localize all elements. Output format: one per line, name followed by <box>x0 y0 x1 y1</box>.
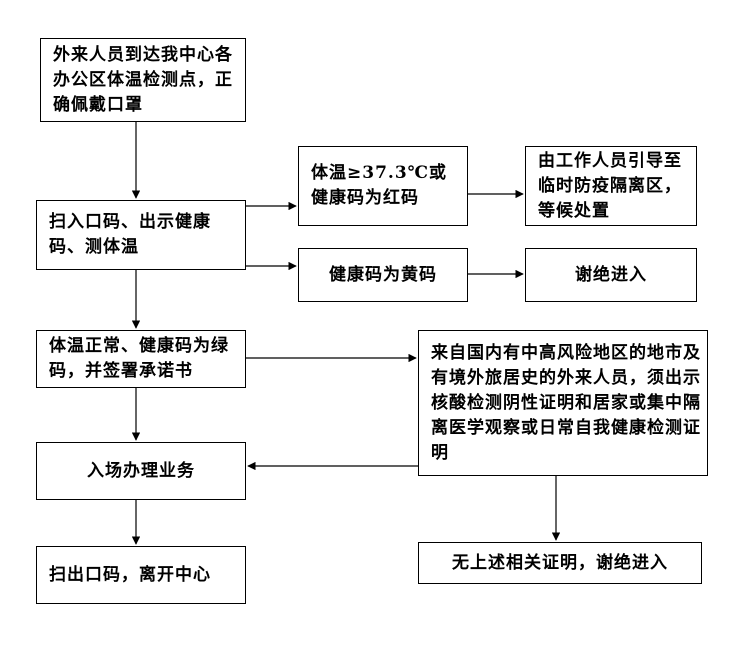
normal-green-box: 体温正常、健康码为绿码，并签署承诺书 <box>36 330 246 388</box>
normal-green-text: 体温正常、健康码为绿码，并签署承诺书 <box>49 336 229 381</box>
no-proof-text: 无上述相关证明，谢绝进入 <box>452 552 668 573</box>
risk-area-text: 来自国内有中高风险地区的地市及有境外旅居史的外来人员，须出示核酸检测阴性证明和居… <box>431 342 701 463</box>
scan-out-box: 扫出口码，离开中心 <box>36 546 246 604</box>
scan-in-box: 扫入口码、出示健康码、测体温 <box>36 200 246 270</box>
temporary-isolation-text: 由工作人员引导至临时防疫隔离区，等候处置 <box>538 150 682 221</box>
yellow-code-text: 健康码为黄码 <box>329 264 437 285</box>
fever-or-red-box: 体温≥37.3℃或健康码为红码 <box>298 146 468 226</box>
refuse-entry-text: 谢绝进入 <box>575 264 647 285</box>
handle-business-text: 入场办理业务 <box>87 460 195 481</box>
temporary-isolation-box: 由工作人员引导至临时防疫隔离区，等候处置 <box>525 146 697 226</box>
handle-business-box: 入场办理业务 <box>36 442 246 500</box>
scan-out-text: 扫出口码，离开中心 <box>49 564 211 585</box>
scan-in-text: 扫入口码、出示健康码、测体温 <box>49 212 211 257</box>
risk-area-box: 来自国内有中高风险地区的地市及有境外旅居史的外来人员，须出示核酸检测阴性证明和居… <box>418 330 708 476</box>
refuse-entry-box: 谢绝进入 <box>525 248 697 302</box>
arrival-box: 外来人员到达我中心各办公区体温检测点，正确佩戴口罩 <box>40 38 246 122</box>
arrival-text: 外来人员到达我中心各办公区体温检测点，正确佩戴口罩 <box>53 44 233 115</box>
yellow-code-box: 健康码为黄码 <box>298 248 468 302</box>
no-proof-box: 无上述相关证明，谢绝进入 <box>418 542 702 584</box>
fever-or-red-text: 体温≥37.3℃或健康码为红码 <box>311 163 448 208</box>
